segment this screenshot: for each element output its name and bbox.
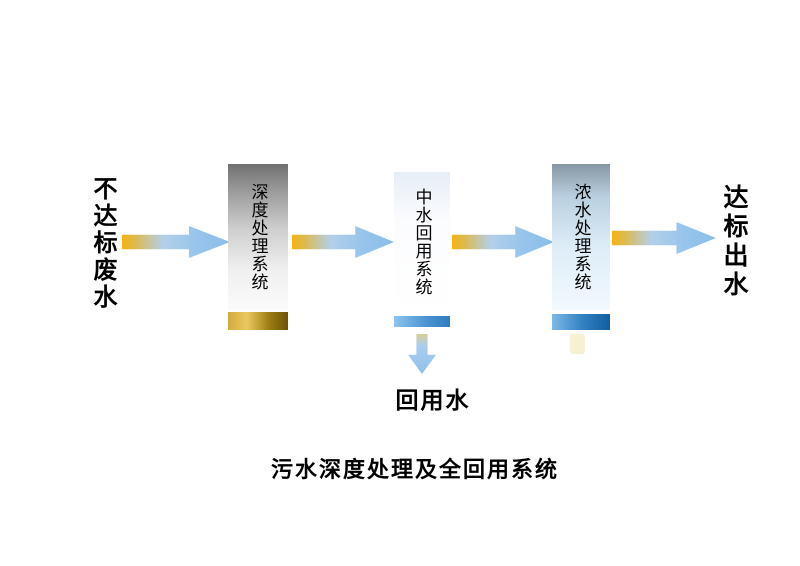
down-arrow [408,334,436,374]
input-water-label: 不达标废水 [89,176,117,311]
water-reuse-band [394,316,450,327]
deep-treatment-label: 深度处理系统 [247,183,268,291]
flow-arrow-2 [292,226,394,258]
water-reuse-box: 中水回用系统 [394,172,450,312]
water-reuse-label: 中水回用系统 [411,188,432,296]
drip-mark [570,334,585,354]
flow-arrow-1 [122,226,230,258]
output-water-label: 达标出水 [720,184,749,300]
flow-arrow-3 [452,226,554,258]
flow-arrow-4 [612,222,716,254]
concentrate-treatment-label: 浓水处理系统 [570,183,591,291]
deep-treatment-box: 深度处理系统 [228,164,288,310]
concentrate-treatment-band [552,314,610,330]
concentrate-treatment-box: 浓水处理系统 [552,164,610,310]
deep-treatment-band [228,312,288,330]
reuse-water-label: 回用水 [395,388,471,414]
diagram-caption: 污水深度处理及全回用系统 [270,458,560,483]
